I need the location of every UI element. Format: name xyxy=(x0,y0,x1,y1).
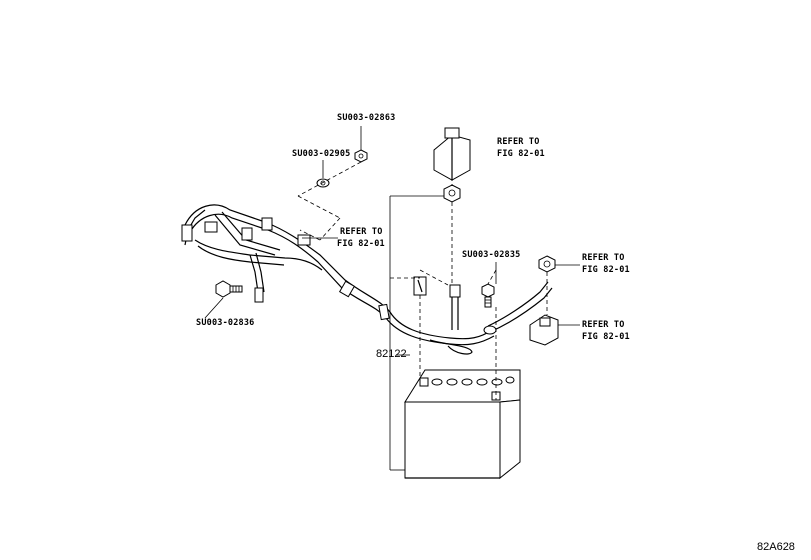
part-label-su003-02863: SU003-02863 xyxy=(337,113,396,123)
nut-right xyxy=(538,255,556,273)
wire-harness-82122 xyxy=(181,204,553,355)
bolt-su02836 xyxy=(215,280,243,298)
battery xyxy=(404,369,521,480)
refer-label-4-line1: REFER TO xyxy=(582,320,625,330)
refer-label-2-line2: FIG 82-01 xyxy=(337,239,385,249)
bolt-su02835 xyxy=(481,283,495,308)
refer-label-3-line2: FIG 82-01 xyxy=(582,265,630,275)
terminal-clamp xyxy=(413,276,427,296)
part-label-su003-02836: SU003-02836 xyxy=(196,318,255,328)
part-label-su003-02835: SU003-02835 xyxy=(462,250,521,260)
refer-label-3-line1: REFER TO xyxy=(582,253,625,263)
nut-su02863 xyxy=(354,149,368,163)
nut-top xyxy=(443,184,461,203)
refer-label-4-line2: FIG 82-01 xyxy=(582,332,630,342)
refer-label-1-line1: REFER TO xyxy=(497,137,540,147)
figure-code: 82A628 xyxy=(757,541,795,553)
refer-label-2-line1: REFER TO xyxy=(340,227,383,237)
part-number-82122: 82122 xyxy=(376,348,407,360)
connector-right-bottom xyxy=(529,314,559,346)
washer-su02905 xyxy=(316,178,330,188)
part-label-su003-02905: SU003-02905 xyxy=(292,149,351,159)
leader-lines xyxy=(204,126,580,471)
refer-label-1-line2: FIG 82-01 xyxy=(497,149,545,159)
